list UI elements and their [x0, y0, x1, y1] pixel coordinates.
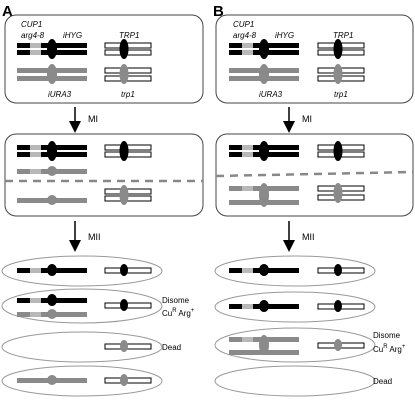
panel-b-letter: B	[213, 3, 224, 20]
centromere-icon	[120, 374, 128, 386]
centromere-icon	[259, 39, 269, 59]
panel-a-ihyg-label: iHYG	[63, 31, 82, 40]
panel-a-trp1-lower-label: trp1	[121, 90, 135, 99]
panel-a: A CUP1 arg4-8 iHYG TRP1 iURA3 trp1 MI	[1, 3, 204, 397]
centromere-icon	[333, 141, 343, 161]
panel-b-parental-chromosomes	[229, 39, 365, 84]
panel-a-iura3-label: iURA3	[48, 90, 72, 99]
panel-b-spore-4	[214, 365, 376, 397]
centromere-icon	[259, 264, 269, 276]
centromere-icon	[47, 166, 57, 176]
panel-b-arg48-label: arg4-8	[233, 31, 257, 40]
panel-b-dead-label: Dead	[373, 377, 392, 386]
centromere-icon	[120, 299, 128, 311]
panel-b-mi-chromosomes	[215, 141, 414, 207]
panel-b-disome-label: Disome	[373, 331, 401, 340]
centromere-icon	[333, 64, 343, 84]
centromere-icon	[259, 300, 269, 312]
panel-a-trp1-upper-label: TRP1	[119, 31, 139, 40]
panel-a-letter: A	[2, 3, 13, 20]
centromere-icon	[259, 141, 269, 161]
panel-b-cup1-label: CUP1	[233, 20, 254, 29]
panel-b-ihyg-label: iHYG	[275, 31, 294, 40]
panel-a-mii-label: MII	[88, 232, 101, 242]
panel-a-dead-label: Dead	[162, 343, 181, 352]
centromere-icon	[47, 264, 57, 276]
centromere-icon	[47, 141, 57, 161]
centromere-icon	[119, 141, 129, 161]
centromere-icon	[334, 300, 342, 312]
centromere-icon	[259, 335, 269, 355]
panel-b-mii-label: MII	[302, 232, 315, 242]
panel-a-mi-chromosomes	[5, 141, 203, 205]
panel-b: B CUP1 arg4-8 iHYG TRP1 iURA3 trp1 MI	[213, 3, 414, 397]
centromere-icon	[119, 39, 129, 59]
panel-b-mi-label: MI	[302, 114, 312, 124]
centromere-icon	[120, 264, 128, 276]
centromere-icon	[334, 264, 342, 276]
centromere-icon	[334, 339, 342, 351]
panel-a-spore-4	[1, 365, 163, 397]
centromere-icon	[259, 183, 269, 207]
centromere-icon	[47, 39, 57, 59]
centromere-icon	[119, 64, 129, 84]
panel-b-trp1-upper-label: TRP1	[333, 31, 353, 40]
panel-a-spore-3	[1, 331, 163, 363]
panel-b-spore-2	[214, 291, 376, 323]
panel-b-phenotype-label: CuR Arg+	[373, 344, 406, 354]
centromere-icon	[259, 64, 269, 84]
panel-a-mi-label: MI	[88, 114, 98, 124]
panel-b-trp1-lower-label: trp1	[334, 90, 348, 99]
panel-a-phenotype-label: CuR Arg+	[162, 308, 195, 318]
panel-a-spore-1	[1, 255, 163, 287]
panel-a-parental-box	[4, 14, 204, 104]
centromere-icon	[47, 64, 57, 84]
centromere-icon	[120, 340, 128, 352]
panel-a-cup1-label: CUP1	[21, 20, 42, 29]
panel-b-spore-1	[214, 255, 376, 287]
panel-b-iura3-label: iURA3	[259, 90, 283, 99]
panel-a-mi-box	[4, 133, 204, 217]
centromere-icon	[47, 309, 57, 319]
panel-a-arg48-label: arg4-8	[21, 31, 45, 40]
panel-b-spore-3	[214, 327, 376, 363]
panel-b-parental-box	[215, 14, 414, 104]
panel-a-spore-2	[1, 288, 163, 324]
centromere-icon	[47, 294, 57, 306]
panel-a-parental-chromosomes	[17, 39, 152, 84]
centromere-icon	[119, 185, 129, 205]
centromere-icon	[333, 39, 343, 59]
centromere-icon	[47, 375, 57, 385]
panel-b-division-plane	[215, 170, 414, 178]
centromere-icon	[333, 183, 343, 203]
centromere-icon	[47, 195, 57, 205]
panel-a-disome-label: Disome	[162, 296, 190, 305]
